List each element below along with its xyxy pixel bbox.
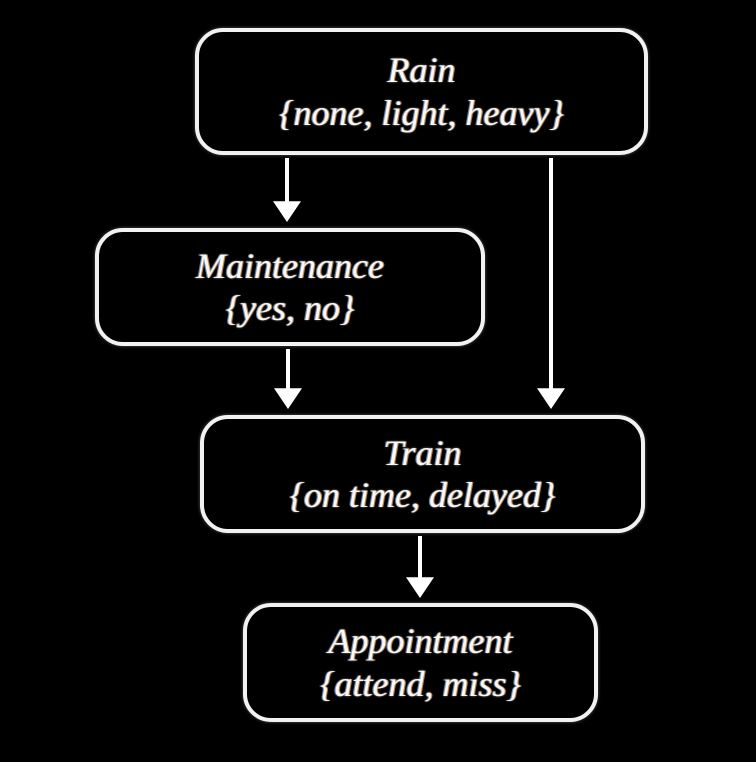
node-appointment-title: Appointment <box>328 621 513 662</box>
node-train[interactable]: Train {on time, delayed} <box>200 415 645 533</box>
node-maintenance[interactable]: Maintenance {yes, no} <box>95 228 485 346</box>
node-rain-title: Rain <box>387 50 456 91</box>
node-rain-states: {none, light, heavy} <box>279 92 564 133</box>
node-rain[interactable]: Rain {none, light, heavy} <box>195 28 648 155</box>
node-train-states: {on time, delayed} <box>289 475 556 515</box>
node-appointment-states: {attend, miss} <box>320 663 521 704</box>
node-train-title: Train <box>383 432 462 473</box>
node-maintenance-states: {yes, no} <box>225 288 355 328</box>
node-maintenance-title: Maintenance <box>196 245 384 286</box>
node-appointment[interactable]: Appointment {attend, miss} <box>243 603 598 722</box>
